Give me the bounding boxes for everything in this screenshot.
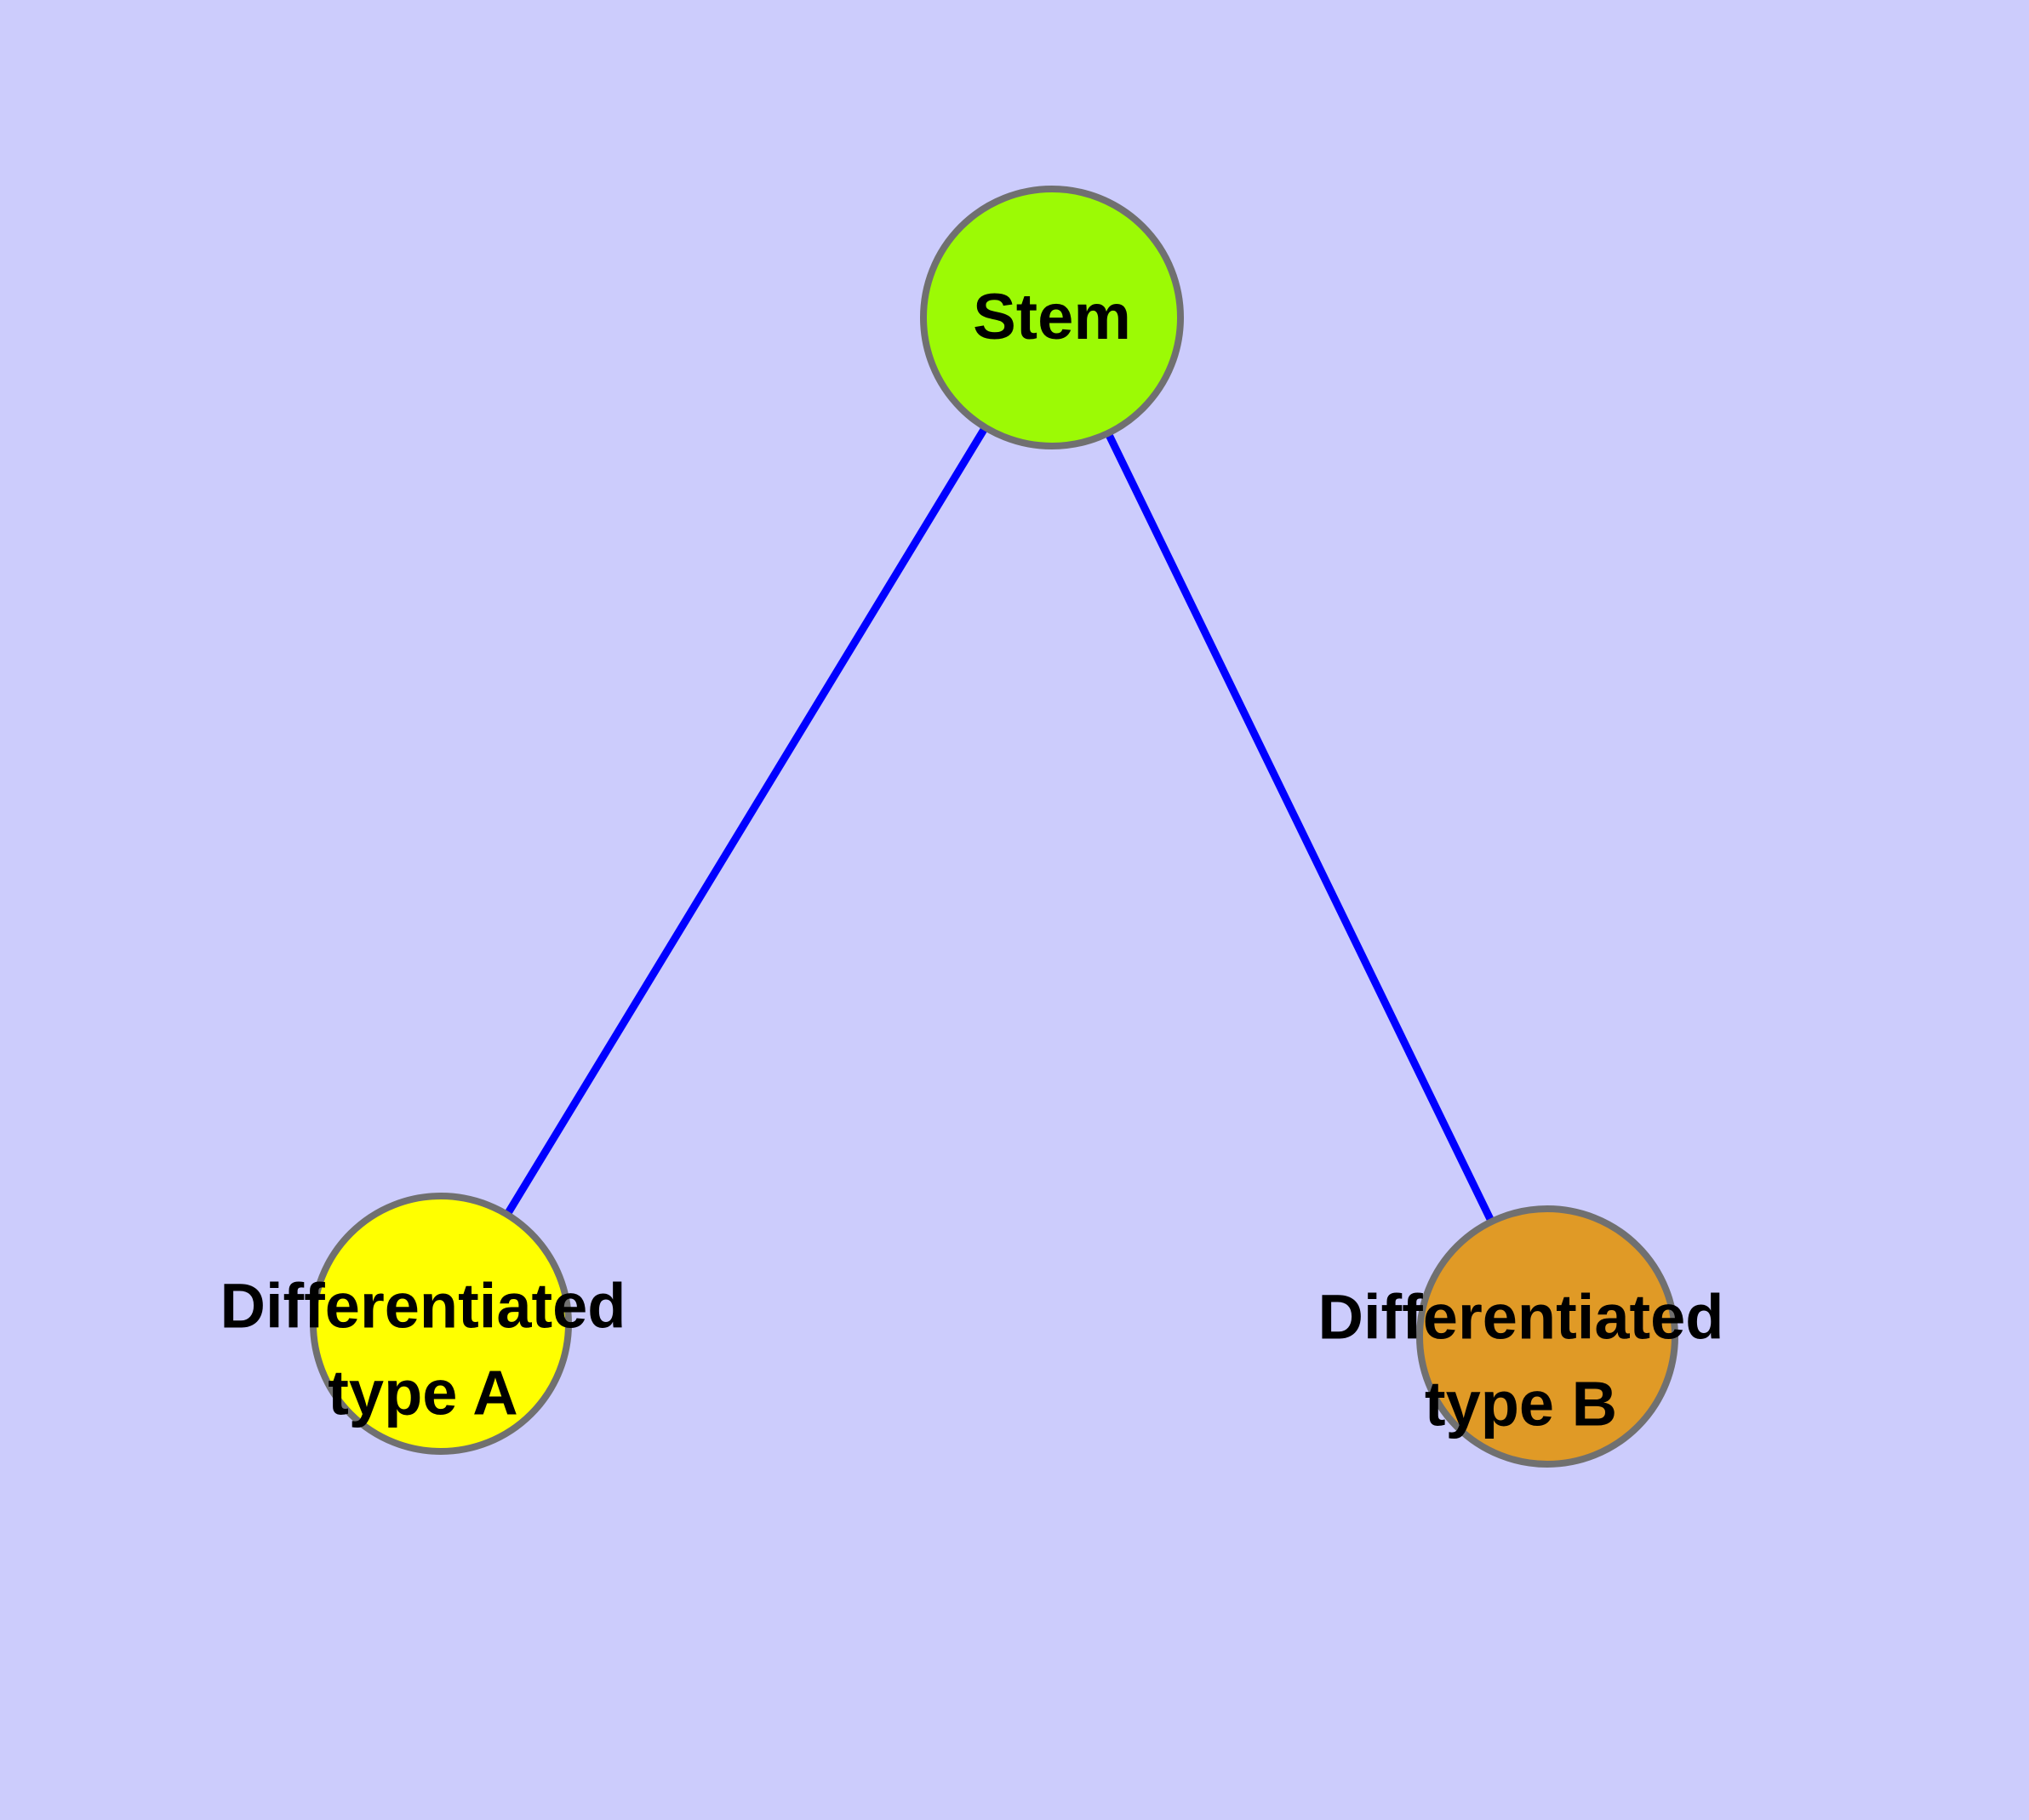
node-layer — [310, 186, 1678, 1468]
node-stem[interactable] — [920, 186, 1184, 449]
node-diff-a[interactable] — [310, 1193, 572, 1455]
node-diff-b-circle[interactable] — [1416, 1205, 1678, 1468]
edge-stem-to-diff-b[interactable] — [1048, 316, 1552, 1338]
node-diff-a-label-line1: Differentiated — [220, 1271, 626, 1342]
edge-stem-to-diff-a[interactable] — [437, 315, 1055, 1326]
label-layer: Stem Differentiated type A Differentiate… — [220, 281, 1724, 1439]
edge-layer — [437, 315, 1552, 1338]
node-stem-label: Stem — [973, 281, 1131, 353]
node-diff-a-circle[interactable] — [310, 1193, 572, 1455]
node-diff-b-label-line2: type B — [1425, 1369, 1617, 1439]
node-stem-circle[interactable] — [920, 186, 1184, 449]
node-diff-b-label-line1: Differentiated — [1318, 1282, 1724, 1353]
node-diff-a-label-line2: type A — [328, 1358, 517, 1428]
node-diff-b[interactable] — [1416, 1205, 1678, 1468]
